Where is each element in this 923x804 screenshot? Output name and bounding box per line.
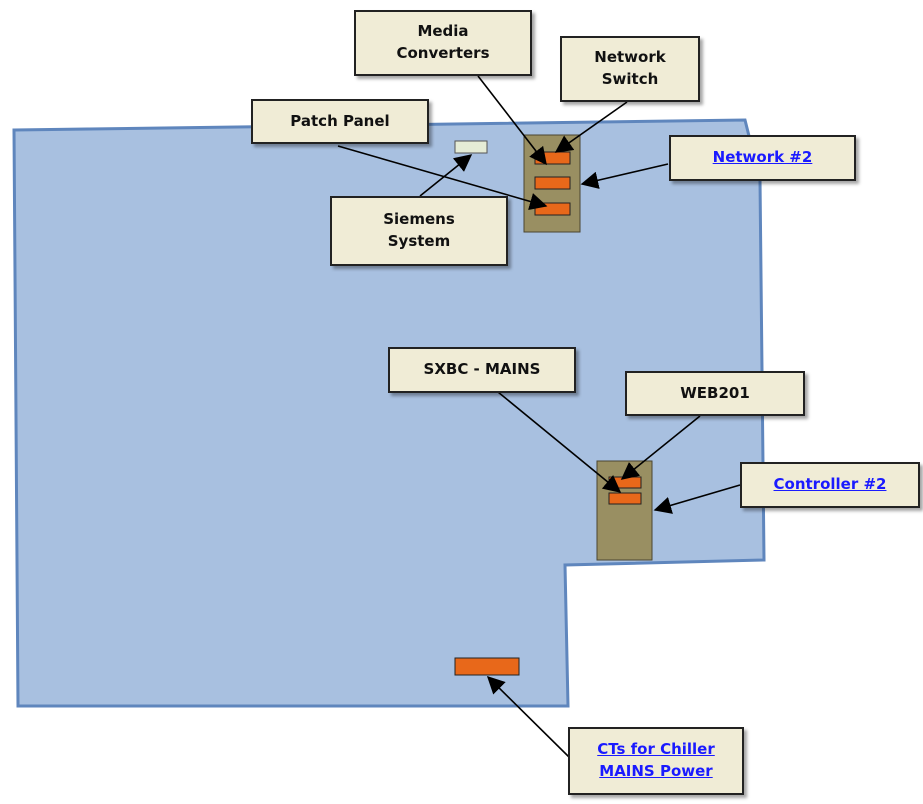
siemens-system-label: Siemens System: [330, 196, 508, 266]
web201-label: WEB201: [625, 371, 805, 416]
siemens-system-arrow: [419, 154, 473, 197]
controller-2-link[interactable]: Controller #2: [740, 462, 920, 508]
patch-panel-label: Patch Panel: [251, 99, 429, 144]
media-converters-device[interactable]: [534, 176, 571, 190]
sxbc-mains-arrow: [497, 391, 622, 493]
network-2-arrow: [580, 163, 669, 189]
controller-cabinet[interactable]: [596, 460, 653, 561]
sxbc-mains-label: SXBC - MAINS: [388, 347, 576, 393]
network-switch-device[interactable]: [534, 151, 571, 165]
network-switch-arrow: [554, 101, 628, 153]
media-converters-arrow: [477, 75, 547, 166]
siemens-system-device[interactable]: [454, 140, 488, 154]
controller-2-arrow: [653, 484, 741, 514]
patch-panel-arrow: [337, 145, 548, 210]
sxbc-mains-device[interactable]: [608, 492, 642, 505]
media-converters-label: Media Converters: [354, 10, 532, 76]
web201-arrow: [620, 415, 701, 480]
network-2-link[interactable]: Network #2: [669, 135, 856, 181]
cts-chiller-arrow: [486, 675, 571, 759]
floor-area: [12, 118, 766, 708]
network-switch-label: Network Switch: [560, 36, 700, 102]
chiller-ct-device[interactable]: [454, 657, 520, 676]
cts-chiller-link[interactable]: CTs for Chiller MAINS Power: [568, 727, 744, 795]
